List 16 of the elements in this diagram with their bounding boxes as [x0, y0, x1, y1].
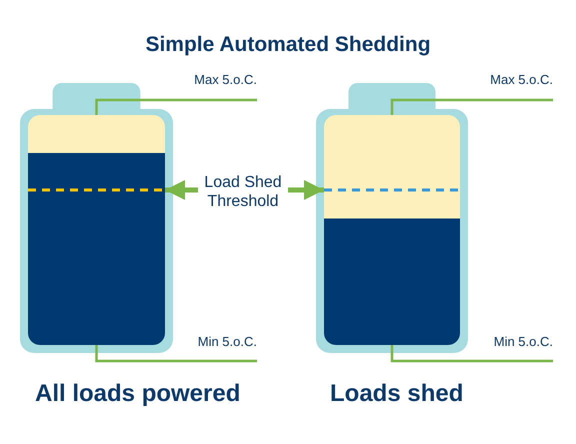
arrow: [288, 180, 324, 200]
level-label: Max 5.o.C.: [490, 72, 553, 87]
threshold-label: Load Shed Threshold: [203, 173, 283, 211]
leader-line: [390, 98, 553, 115]
battery-caption: Loads shed: [330, 380, 464, 408]
title: Simple Automated Shedding: [144, 33, 432, 57]
leader-line: [390, 345, 553, 362]
arrow: [165, 180, 198, 200]
battery-level: [324, 115, 460, 345]
level-label: Min 5.o.C.: [494, 334, 553, 349]
level-label: Min 5.o.C.: [198, 334, 257, 349]
level-label: Max 5.o.C.: [194, 72, 257, 87]
leader-line: [95, 98, 257, 115]
battery-level: [28, 115, 165, 345]
leader-line: [95, 345, 257, 362]
battery-caption: All loads powered: [35, 380, 240, 408]
